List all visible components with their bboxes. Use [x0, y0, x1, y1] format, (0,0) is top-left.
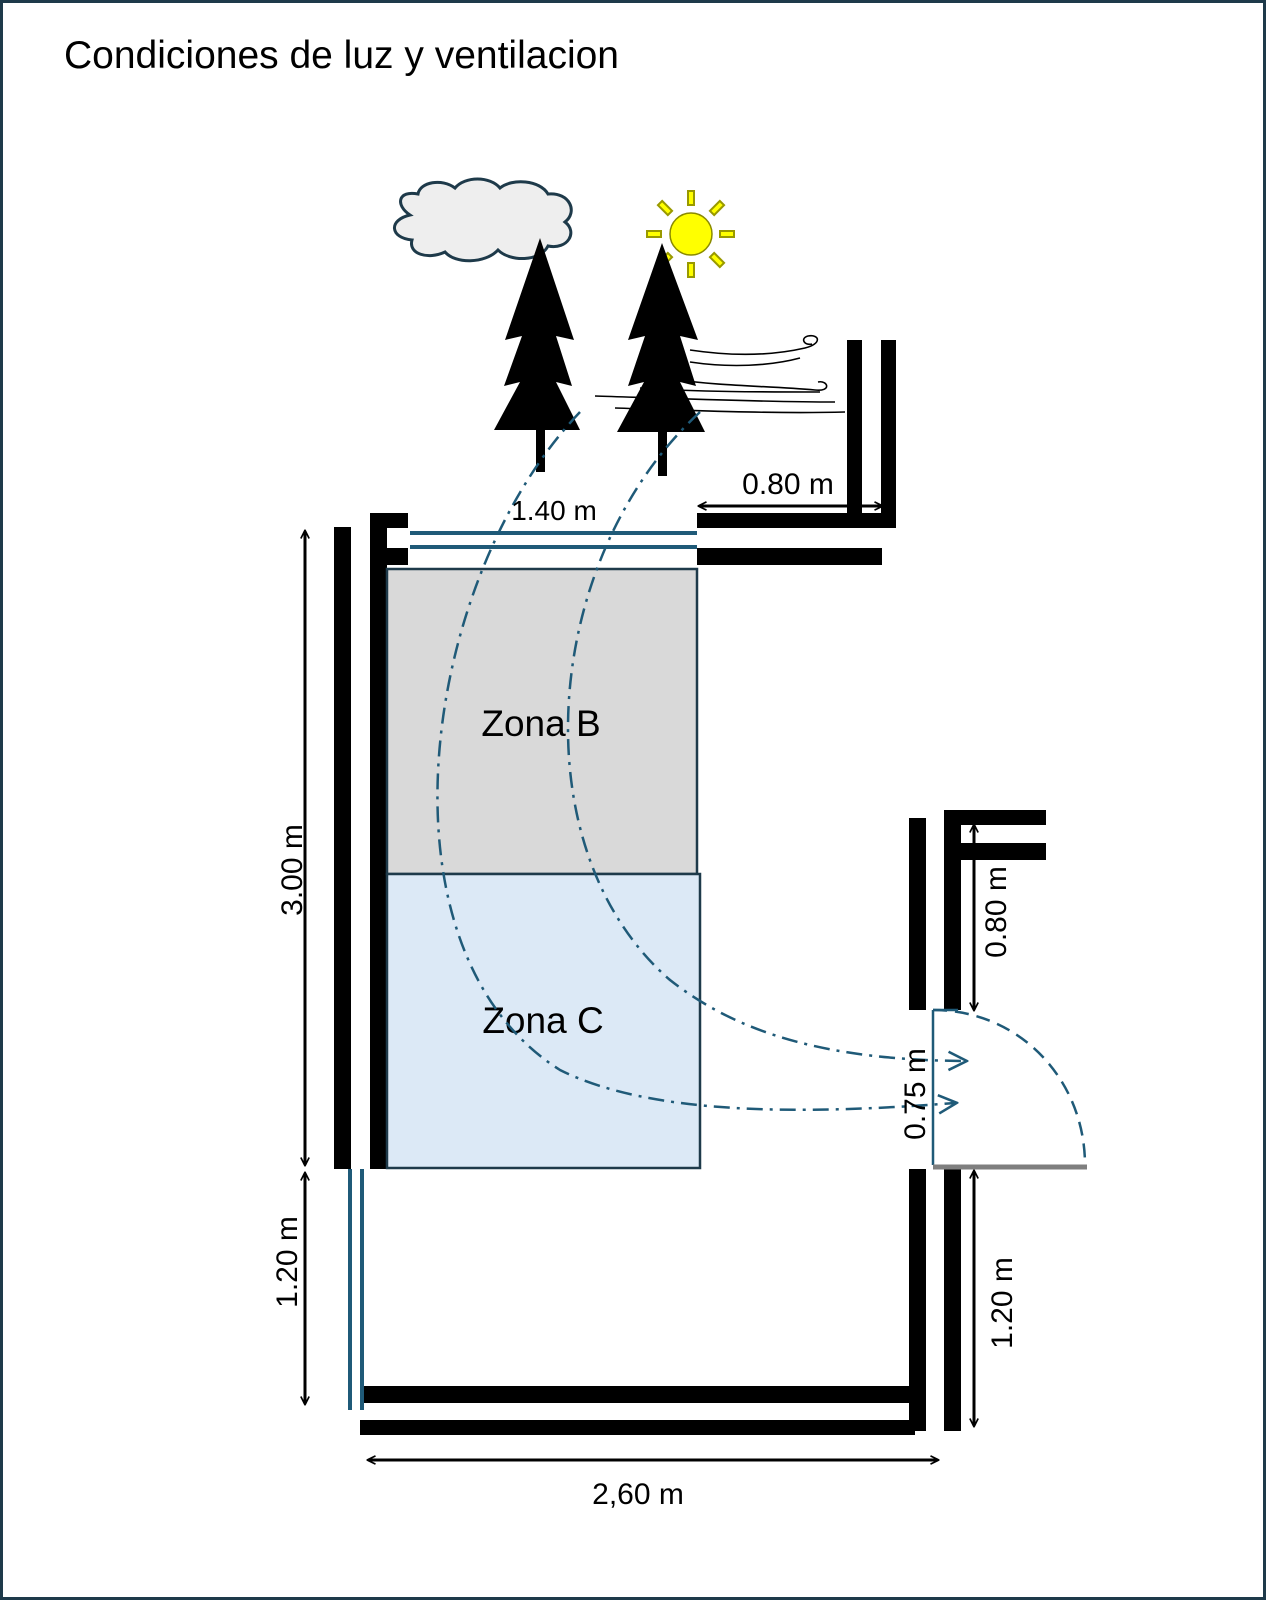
dimension-lines	[305, 506, 974, 1460]
dim-left-lower: 1.20 m	[271, 1216, 304, 1308]
zona-b	[385, 567, 699, 876]
dim-door: 0.75 m	[899, 1048, 932, 1140]
page-title: Condiciones de luz y ventilacion	[64, 34, 619, 77]
dim-window-top: 1.40 m	[511, 495, 597, 526]
dim-right-lower: 1.20 m	[986, 1257, 1019, 1349]
wind-icon	[594, 334, 846, 414]
sun-icon	[646, 190, 735, 278]
cloud-icon	[393, 177, 573, 263]
airflow-paths	[436, 411, 965, 1110]
dim-wall-top-right: 0.80 m	[742, 468, 834, 501]
tree-icon	[617, 243, 705, 476]
window-left	[348, 1169, 364, 1410]
walls	[334, 340, 1046, 1435]
dim-bottom-width: 2,60 m	[592, 1478, 684, 1511]
zona-b-label: Zona B	[481, 703, 600, 744]
dim-left-height: 3.00 m	[276, 824, 309, 916]
window-top	[410, 531, 697, 549]
tree-icon	[494, 238, 580, 472]
zona-c-label: Zona C	[482, 1000, 603, 1041]
door-swing-icon	[931, 1008, 1087, 1170]
dim-right-upper: 0.80 m	[980, 866, 1013, 958]
zona-c	[385, 872, 702, 1170]
